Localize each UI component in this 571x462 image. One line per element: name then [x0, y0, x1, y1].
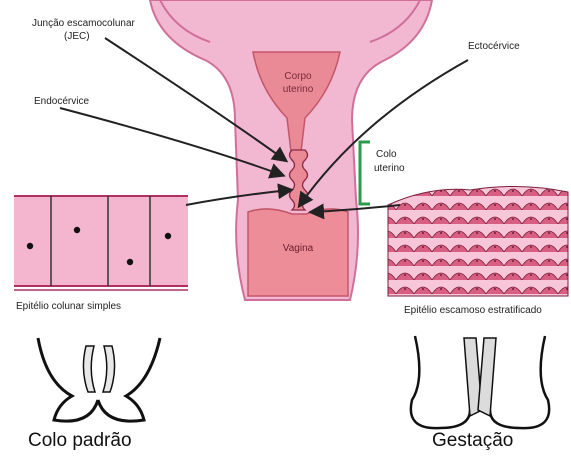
label-jec-line1: Junção escamocolunar: [32, 17, 135, 30]
label-jec-line2: (JEC): [64, 30, 90, 43]
label-gestacao: Gestação: [432, 434, 513, 447]
label-squamous-epithelium: Epitélio escamoso estratificado: [404, 304, 542, 317]
label-columnar-epithelium: Epitélio colunar simples: [16, 300, 121, 313]
label-corpo-uterino-line2: uterino: [268, 83, 328, 96]
label-colo-padrao: Colo padrão: [28, 434, 132, 447]
label-endocervice: Endocérvice: [34, 95, 89, 108]
label-colo-uterino-line1: Colo: [376, 148, 397, 161]
cervix-standard-sketch: [38, 338, 160, 421]
label-colo-uterino-line2: uterino: [374, 162, 405, 175]
cervix-bracket: [360, 142, 370, 204]
cervix-gestation-sketch: [411, 336, 549, 428]
label-ectocervice: Ectocérvice: [468, 40, 520, 53]
label-vagina: Vagina: [268, 242, 328, 255]
columnar-epithelium: [14, 196, 188, 290]
label-corpo-uterino-line1: Corpo: [268, 70, 328, 83]
squamous-epithelium: [388, 186, 568, 296]
cervical-canal: [290, 150, 308, 210]
